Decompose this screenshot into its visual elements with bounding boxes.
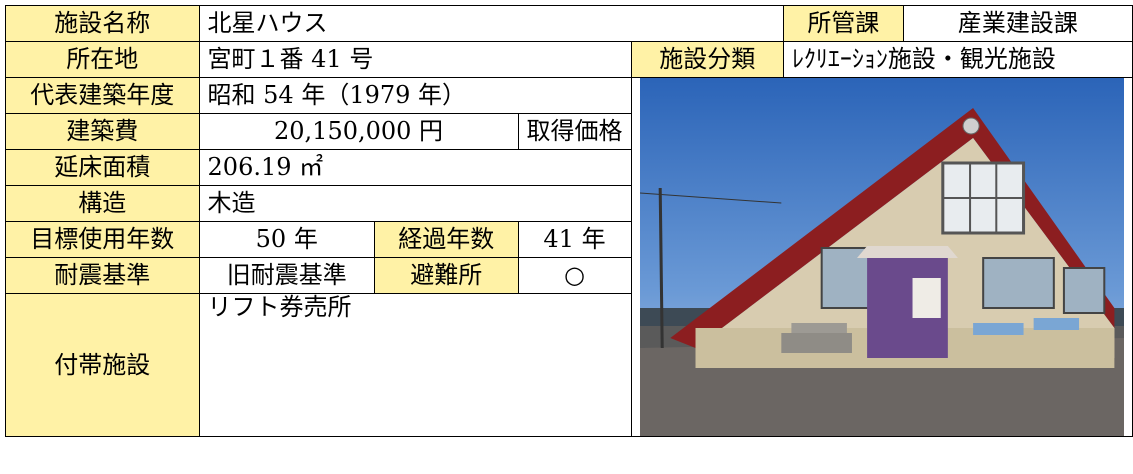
seismic-standard-value: 旧耐震基準	[198, 257, 375, 294]
chalet-photo-icon	[639, 78, 1124, 436]
target-years-label: 目標使用年数	[5, 221, 200, 258]
structure-label: 構造	[5, 185, 200, 222]
facility-photo	[639, 78, 1124, 436]
photo-cell	[630, 77, 1133, 437]
annex-facility-value: リフト券売所	[198, 293, 632, 437]
category-value: ﾚｸﾘｴｰｼｮﾝ施設・観光施設	[782, 41, 1133, 78]
facility-sheet: 施設名称 北星ハウス 所管課 産業建設課 所在地 宮町１番 41 号 施設分類 …	[5, 5, 1133, 437]
cost-label: 建築費	[5, 113, 200, 150]
elapsed-years-value: 41 年	[517, 221, 632, 258]
facility-name: 北星ハウス	[198, 5, 784, 42]
address-value: 宮町１番 41 号	[198, 41, 632, 78]
year-value: 昭和 54 年（1979 年）	[198, 77, 632, 114]
facility-name-label: 施設名称	[5, 5, 200, 42]
year-label: 代表建築年度	[5, 77, 200, 114]
acquisition-price-label: 取得価格	[517, 113, 632, 150]
shelter-label: 避難所	[373, 257, 519, 294]
target-years-value: 50 年	[198, 221, 375, 258]
floor-area-label: 延床面積	[5, 149, 200, 186]
floor-area-value: 206.19 ㎡	[198, 149, 632, 186]
department-label: 所管課	[782, 5, 904, 42]
structure-value: 木造	[198, 185, 632, 222]
address-label: 所在地	[5, 41, 200, 78]
shelter-value: ○	[517, 257, 632, 294]
annex-facility-label: 付帯施設	[5, 293, 200, 437]
department-value: 産業建設課	[902, 5, 1133, 42]
category-label: 施設分類	[630, 41, 784, 78]
elapsed-years-label: 経過年数	[373, 221, 519, 258]
seismic-standard-label: 耐震基準	[5, 257, 200, 294]
cost-value: 20,150,000 円	[198, 113, 519, 150]
